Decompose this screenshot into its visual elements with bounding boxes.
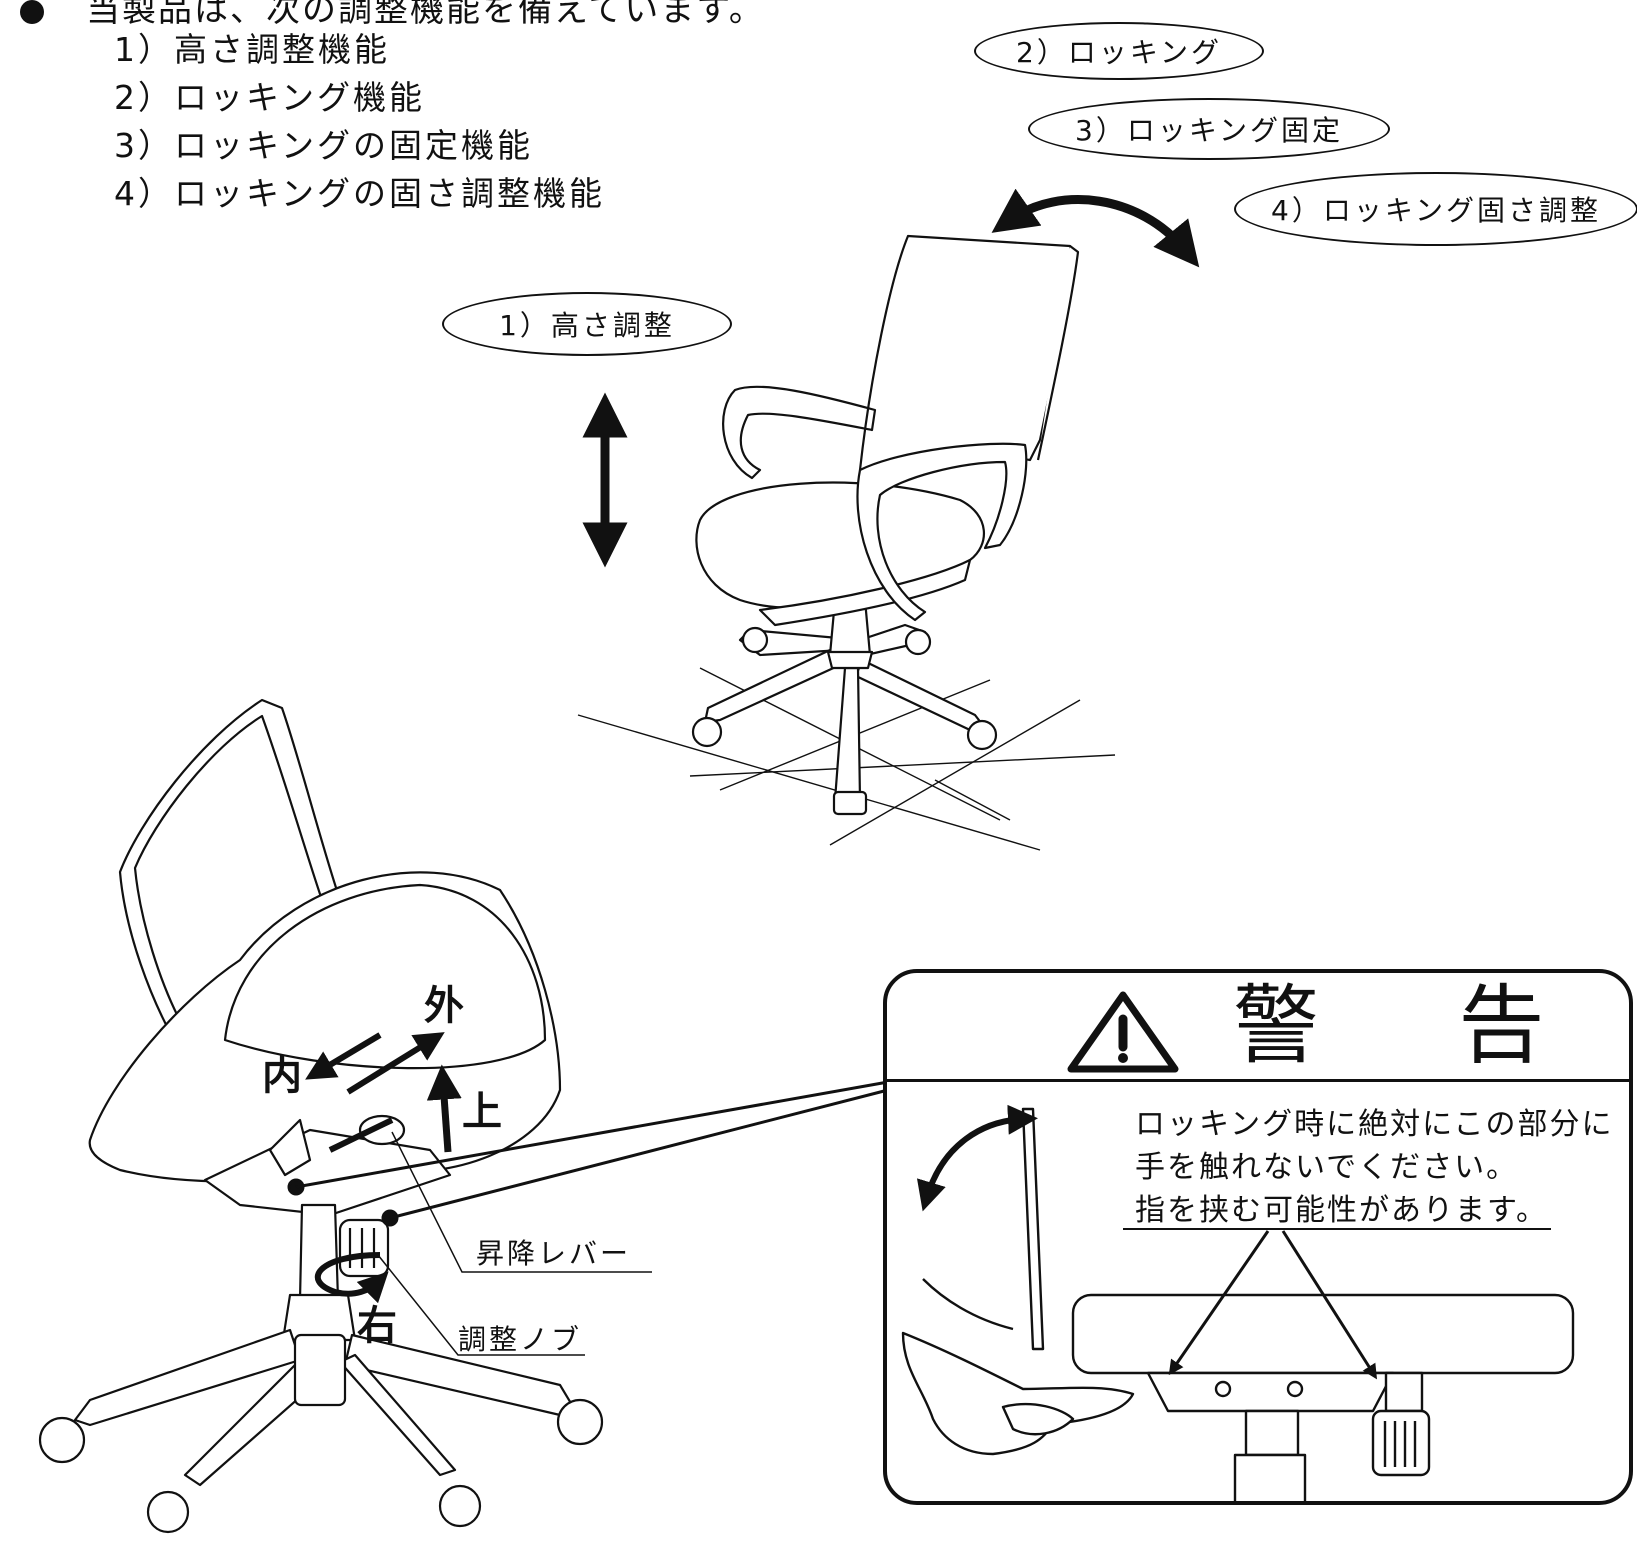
label-rocking: 2）ロッキング bbox=[974, 22, 1264, 80]
warning-line: 指を挟む可能性があります。 bbox=[1135, 1193, 1548, 1228]
label-outer: 外 bbox=[424, 983, 464, 1029]
feature-item: 2）ロッキング機能 bbox=[114, 78, 426, 117]
feature-item: 1）高さ調整機能 bbox=[114, 30, 390, 69]
in-out-arrows bbox=[305, 1032, 445, 1095]
warning-line: ロッキング時に絶対にこの部分に bbox=[1135, 1107, 1614, 1142]
feature-item: 3）ロッキングの固定機能 bbox=[114, 126, 534, 165]
warning-header: 警 告 bbox=[887, 973, 1629, 1082]
label-inner: 内 bbox=[262, 1053, 302, 1099]
office-chair-detail bbox=[38, 698, 604, 1534]
warning-message: ロッキング時に絶対にこの部分に 手を触れないでください。 指を挟む可能性がありま… bbox=[1135, 1103, 1614, 1232]
intro-text: 当製品は、次の調整機能を備えています。 bbox=[20, 0, 765, 31]
label-height-adjust: 1）高さ調整 bbox=[442, 292, 732, 356]
label-right: 右 bbox=[357, 1303, 397, 1349]
up-arrow bbox=[426, 1064, 462, 1153]
leader-lines bbox=[287, 1080, 889, 1227]
rocking-arrow bbox=[991, 188, 1200, 268]
label-rocking-tension: 4）ロッキング固さ調整 bbox=[1234, 172, 1637, 246]
warning-triangle-icon bbox=[1067, 991, 1179, 1073]
label-lift-lever: 昇降レバー bbox=[476, 1237, 632, 1270]
bullet-icon bbox=[20, 0, 44, 24]
warning-line: 手を触れないでください。 bbox=[1135, 1150, 1519, 1185]
label-rocking-lock: 3）ロッキング固定 bbox=[1028, 98, 1390, 160]
feature-item: 4）ロッキングの固さ調整機能 bbox=[114, 174, 606, 213]
office-chair-top bbox=[691, 234, 1080, 816]
intro-sentence: 当製品は、次の調整機能を備えています。 bbox=[86, 0, 765, 30]
label-adjust-knob: 調整ノブ bbox=[458, 1323, 583, 1356]
pinch-point-illustration bbox=[901, 1104, 1575, 1501]
rotate-right-arrow bbox=[314, 1252, 389, 1304]
label-up: 上 bbox=[462, 1089, 502, 1135]
warning-box: 警 告 ロッキング時に絶対にこの部分に 手を触れないでください。 指を挟む可能性… bbox=[883, 969, 1633, 1505]
feature-list: 1）高さ調整機能 2）ロッキング機能 3）ロッキングの固定機能 4）ロッキングの… bbox=[114, 26, 605, 218]
warning-title: 警 告 bbox=[1233, 976, 1601, 1076]
